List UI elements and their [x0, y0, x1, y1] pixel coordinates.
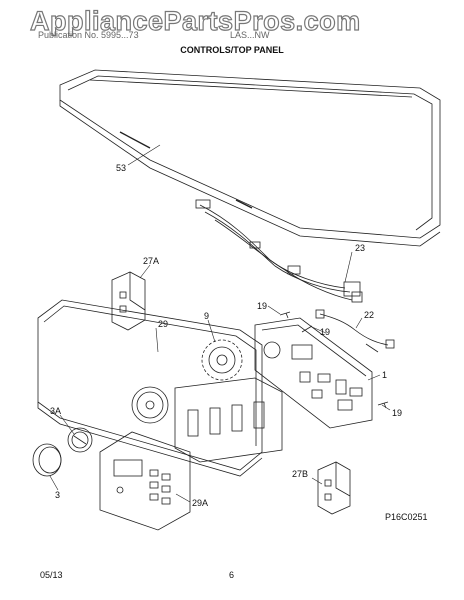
footer-date: 05/13: [40, 570, 63, 580]
callout-19-middle: 19: [320, 327, 331, 337]
bracket-27a-part: [111, 271, 146, 331]
callout-3a: 3A: [50, 406, 62, 416]
callout-27b: 27B: [292, 469, 309, 479]
top-panel-part: [59, 69, 441, 247]
callout-1: 1: [382, 370, 388, 380]
knob-part: [32, 443, 62, 477]
callout-23: 23: [355, 243, 366, 253]
callout-3: 3: [55, 490, 61, 500]
callout-53: 53: [116, 163, 127, 173]
watermark-logo: AppliancePartsPros.com: [29, 5, 361, 36]
callout-29: 29: [158, 319, 169, 329]
callout-29a: 29A: [192, 498, 209, 508]
callout-19-top: 19: [257, 301, 268, 311]
encoder-ring-part: [201, 339, 243, 381]
page-title: CONTROLS/TOP PANEL: [180, 45, 284, 55]
drawing-code: P16C0251: [385, 512, 428, 522]
callout-19-bottom: 19: [392, 408, 403, 418]
leader-lines: [49, 144, 391, 503]
overlay-29a-part: [99, 431, 191, 531]
publication-number: Publication No. 5995...73: [38, 30, 139, 40]
wire-22-part: [315, 309, 395, 353]
footer-page-number: 6: [229, 570, 235, 580]
model-number: LAS...NW: [230, 30, 270, 40]
console-frame-part: [174, 377, 283, 463]
wire-harness-part: [195, 199, 363, 303]
console-panel-part: [37, 299, 263, 477]
callout-22: 22: [364, 310, 375, 320]
control-board-part: [254, 317, 373, 429]
bracket-27b-part: [317, 461, 351, 515]
callout-9: 9: [204, 311, 210, 321]
console-dial: [131, 386, 169, 424]
knob-ring-part: [67, 427, 93, 453]
callout-27a: 27A: [143, 256, 160, 266]
